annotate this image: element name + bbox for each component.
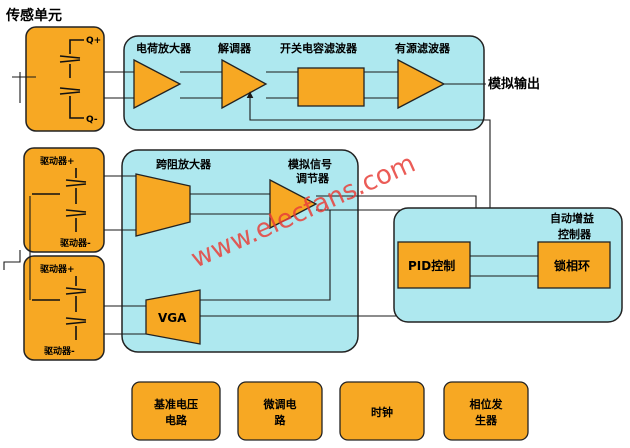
bottom-block-2-line1: 时钟 [371,405,393,419]
signal-cond-label-line2: 调节器 [296,171,330,185]
agc-label-line1: 自动增益 [550,211,594,225]
bottom-block-0-line2: 电路 [165,413,188,427]
signal-cond-label-line1: 模拟信号 [288,157,332,171]
tia-block [135,173,191,237]
driver-lower-capacitors [32,276,87,340]
driver-upper-capacitors [32,168,87,232]
bottom-block-3-line1: 相位发 [470,397,504,411]
agc-label-line2: 控制器 [558,227,592,241]
bottom-block-0-line1: 基准电压 [153,397,198,411]
active-filter-triangle [397,58,446,110]
driver-upper-plus: 驱动器+ [40,156,75,167]
charge-amp-label: 电荷放大器 [136,41,192,55]
vga-label: VGA [158,311,187,325]
terminal-q-plus: Q+ [86,36,101,46]
demodulator-label: 解调器 [218,41,252,55]
sensor-unit-capacitors [59,39,84,119]
agc-wires [470,255,538,277]
bottom-block-3-line2: 生器 [475,413,498,427]
driver-upper-minus: 驱动器- [60,238,91,249]
switched-cap-filter-label: 开关电容滤波器 [280,41,358,55]
terminal-q-minus: Q- [86,115,98,125]
bottom-block-0: 基准电压 电路 [131,381,221,441]
bottom-block-2: 时钟 [339,381,425,441]
charge-amp-triangle [133,58,182,110]
tia-label: 跨阻放大器 [156,157,212,171]
demod-reference-wire [246,91,491,226]
pid-block [397,241,471,289]
driver-box-lower [23,255,105,361]
bottom-block-3: 相位发 生器 [443,381,529,441]
vga-block [145,289,201,345]
driver-box-upper [23,147,105,253]
demodulator-triangle [221,58,268,110]
pid-label: PID控制 [408,258,455,273]
analog-output-label: 模拟输出 [488,76,540,92]
sense-path-wires [104,71,486,99]
switched-cap-filter-box [297,67,365,107]
pll-label: 锁相环 [554,258,590,273]
pll-block [537,241,611,289]
sensor-unit-title: 传感单元 [5,7,62,24]
bottom-block-1-line1: 微调电 [263,397,297,411]
sensor-unit-box [25,26,105,132]
bottom-block-1: 微调电 路 [237,381,323,441]
bottom-block-1-line2: 路 [275,413,287,427]
driver-lower-plus: 驱动器+ [40,264,75,275]
driver-lower-minus: 驱动器- [44,346,75,357]
signal-conditioner-triangle [269,178,318,230]
active-filter-label: 有源滤波器 [395,41,451,55]
agc-panel [393,207,623,323]
entry-leads [3,72,36,270]
